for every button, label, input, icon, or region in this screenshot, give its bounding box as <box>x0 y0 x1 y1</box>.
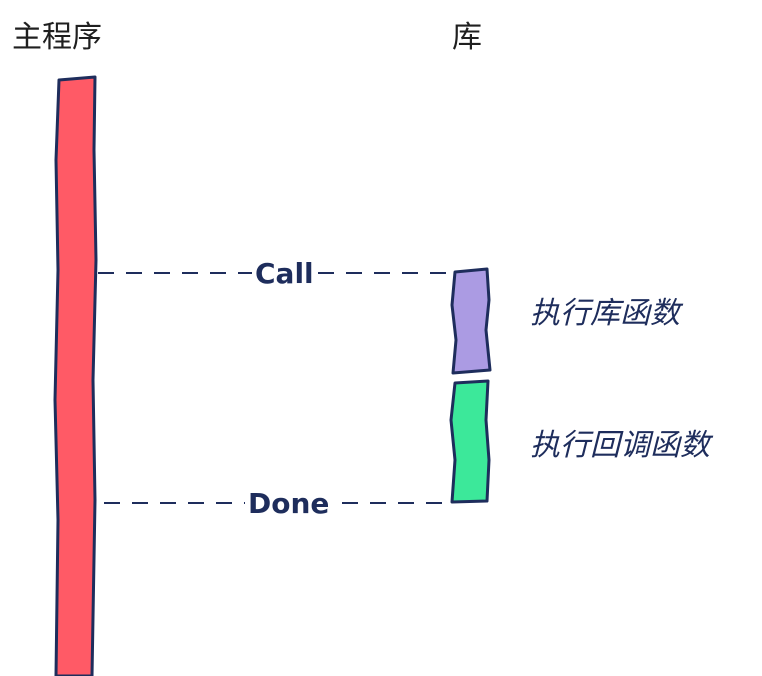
main-program-title: 主程序 <box>12 20 102 55</box>
exec-callback-note: 执行回调函数 <box>530 428 710 463</box>
done-label: Done <box>248 487 329 520</box>
library-function-box <box>450 267 492 375</box>
call-label: Call <box>255 257 314 290</box>
main-program-bar <box>53 75 98 676</box>
library-title: 库 <box>452 20 482 55</box>
exec-library-note: 执行库函数 <box>530 296 680 331</box>
callback-function-box <box>449 379 491 504</box>
